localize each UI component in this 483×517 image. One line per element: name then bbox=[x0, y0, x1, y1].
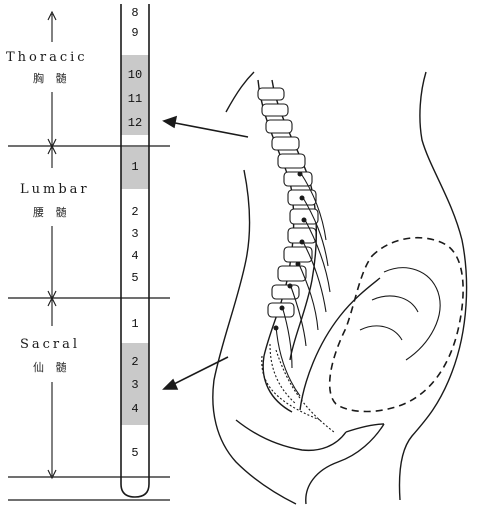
segment-number: 1 bbox=[120, 317, 150, 331]
segment-number: 2 bbox=[120, 205, 150, 219]
sacral-span-arrow bbox=[48, 298, 56, 478]
vertebrae bbox=[258, 88, 318, 317]
lumbar-span-arrow bbox=[48, 146, 56, 299]
segment-number: 10 bbox=[120, 68, 150, 82]
segment-number: 3 bbox=[120, 227, 150, 241]
segment-number: 4 bbox=[120, 249, 150, 263]
organ-fold-lines bbox=[360, 268, 440, 360]
pelvis-structures bbox=[236, 278, 384, 450]
segment-number: 4 bbox=[120, 402, 150, 416]
lumbar-sublabel: 腰 髄 bbox=[33, 204, 71, 220]
segment-number: 1 bbox=[120, 160, 150, 174]
segment-number: 11 bbox=[120, 92, 150, 106]
segment-number: 2 bbox=[120, 355, 150, 369]
thoracic-pointer-arrow bbox=[164, 117, 248, 137]
segment-number: 5 bbox=[120, 446, 150, 460]
thoracic-sublabel: 胸 髄 bbox=[33, 70, 71, 86]
organ-dashed-outline bbox=[330, 238, 463, 412]
segment-number: 12 bbox=[120, 116, 150, 130]
sacral-label: Sacral bbox=[20, 337, 80, 352]
segment-number: 3 bbox=[120, 378, 150, 392]
segment-number: 8 bbox=[120, 6, 150, 20]
segment-number: 5 bbox=[120, 271, 150, 285]
lumbar-label: Lumbar bbox=[20, 182, 90, 197]
sacral-sublabel: 仙 髄 bbox=[33, 359, 71, 375]
segment-number: 9 bbox=[120, 26, 150, 40]
thoracic-label: Thoracic bbox=[6, 50, 88, 65]
